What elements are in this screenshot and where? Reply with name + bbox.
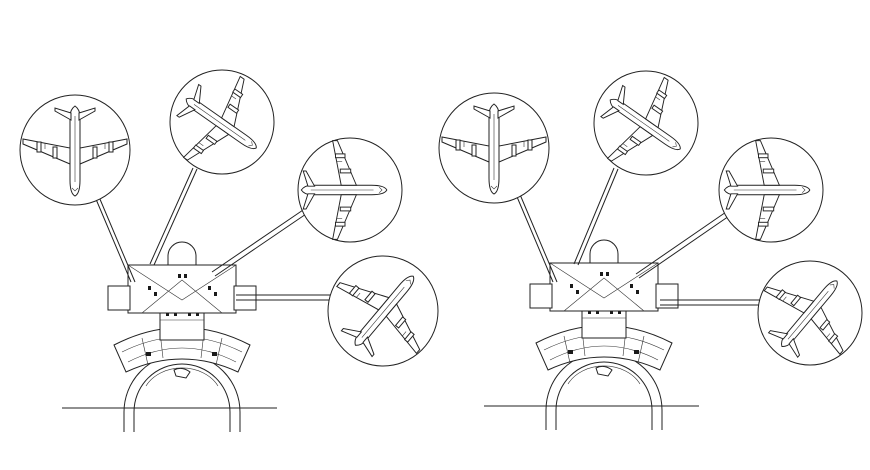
- stand-left-3: [297, 137, 403, 243]
- stand-right-2: [581, 58, 710, 190]
- jetways-right: [511, 167, 760, 306]
- stand-right-1: [438, 92, 550, 204]
- stand-right-4: [743, 248, 870, 379]
- terminal-plan-right: [483, 239, 700, 431]
- jetways-left: [89, 167, 342, 301]
- stand-right-3: [718, 137, 824, 243]
- stand-left-2: [157, 57, 286, 189]
- stand-left-4: [315, 242, 454, 380]
- stand-left-1: [19, 94, 131, 206]
- terminal-plan-left: [61, 241, 278, 433]
